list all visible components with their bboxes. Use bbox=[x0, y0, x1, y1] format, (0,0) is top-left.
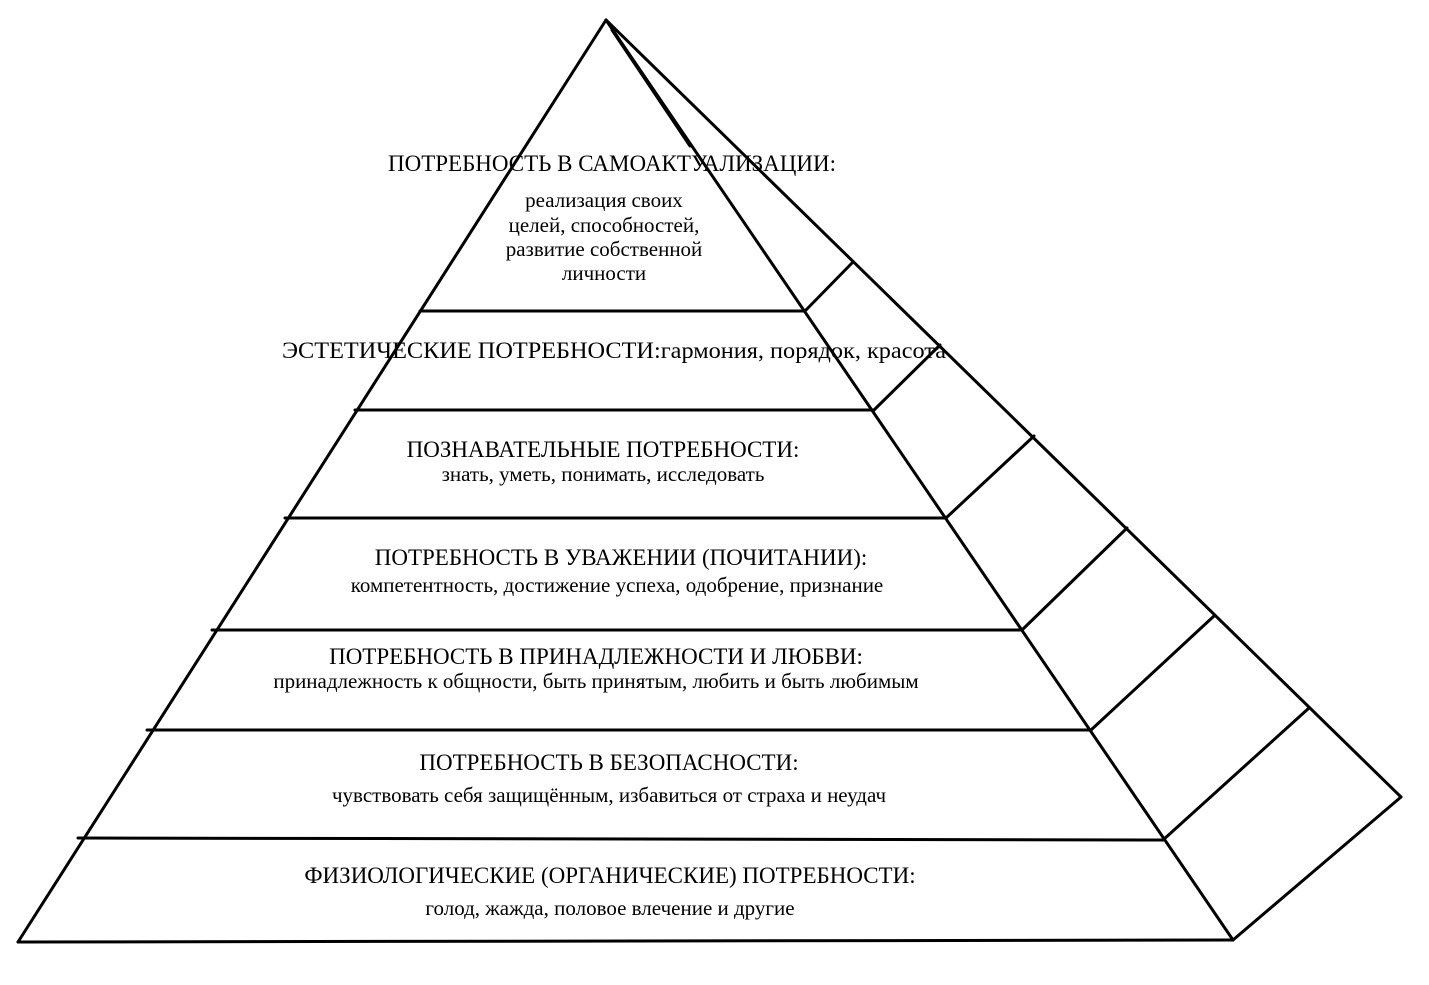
pyramid-side-base-line bbox=[1231, 795, 1403, 942]
level-self-actualization-desc-line: личности bbox=[562, 261, 646, 285]
level-physiological-title: ФИЗИОЛОГИЧЕСКИЕ (ОРГАНИЧЕСКИЕ) ПОТРЕБНОС… bbox=[304, 863, 915, 888]
pyramid-front-left-edge bbox=[16, 18, 608, 944]
side-face-inner-line bbox=[610, 28, 692, 148]
level-physiological-desc: голод, жажда, половое влечение и другие bbox=[425, 896, 794, 920]
level-self-actualization-desc-line: реализация своих bbox=[525, 188, 683, 212]
level-cognitive-desc: знать, уметь, понимать, исследовать bbox=[442, 462, 765, 486]
side-divider-2 bbox=[872, 343, 942, 412]
level-esteem-title: ПОТРЕБНОСТЬ В УВАЖЕНИИ (ПОЧИТАНИИ): bbox=[375, 545, 868, 570]
level-cognitive-title: ПОЗНАВАТЕЛЬНЫЕ ПОТРЕБНОСТИ: bbox=[407, 437, 800, 462]
level-belonging-desc: принадлежность к общности, быть принятым… bbox=[273, 669, 918, 693]
level-self-actualization-desc-line: целей, способностей, bbox=[509, 213, 700, 237]
level-belonging-title: ПОТРЕБНОСТЬ В ПРИНАДЛЕЖНОСТИ И ЛЮБВИ: bbox=[329, 644, 863, 669]
level-self-actualization-desc-line: развитие собственной bbox=[506, 237, 703, 261]
pyramid-front-right-edge bbox=[604, 18, 1235, 942]
side-divider-3 bbox=[944, 434, 1036, 520]
level-safety-title: ПОТРЕБНОСТЬ В БЕЗОПАСНОСТИ: bbox=[419, 750, 798, 775]
side-divider-6 bbox=[1161, 706, 1311, 842]
level-divider-6 bbox=[76, 836, 1165, 842]
level-aesthetic-title: ЭСТЕТИЧЕСКИЕ ПОТРЕБНОСТИ:гармония, поряд… bbox=[282, 338, 946, 363]
level-self-actualization-title: ПОТРЕБНОСТЬ В САМОАКТУАЛИЗАЦИИ: bbox=[388, 151, 836, 176]
side-divider-4 bbox=[1020, 526, 1129, 632]
level-safety-desc: чувствовать себя защищённым, избавиться … bbox=[332, 783, 886, 807]
pyramid-base-line bbox=[16, 938, 1235, 944]
pyramid-back-edge bbox=[604, 18, 1403, 799]
side-divider-1 bbox=[803, 260, 855, 313]
side-divider-5 bbox=[1089, 614, 1216, 732]
level-esteem-desc: компетентность, достижение успеха, одобр… bbox=[351, 573, 884, 597]
